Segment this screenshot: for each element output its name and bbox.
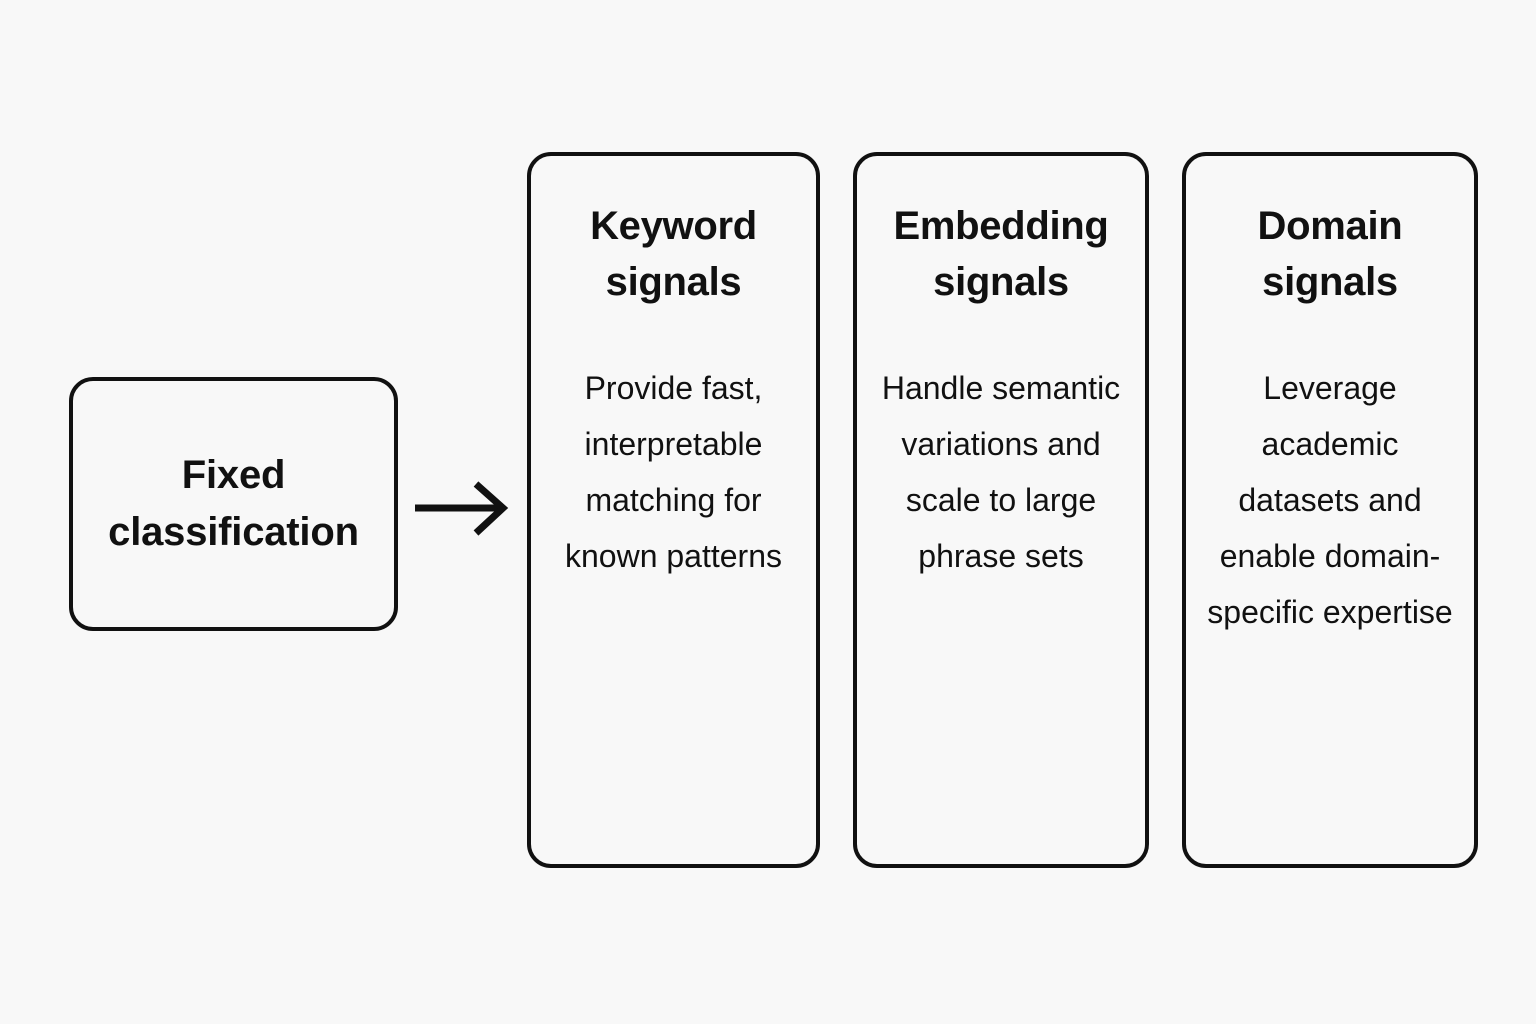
arrow-right-icon <box>415 481 509 536</box>
card-body: Leverage academic datasets and enable do… <box>1207 370 1453 630</box>
signal-card-embedding-signals[interactable]: Embedding signals Handle semantic variat… <box>853 152 1149 868</box>
connector-arrow <box>406 470 516 550</box>
signal-card-keyword-signals[interactable]: Keyword signals Provide fast, interpreta… <box>527 152 820 868</box>
source-node-label: Fixed classification <box>108 453 359 554</box>
signal-card-domain-signals[interactable]: Domain signals Leverage academic dataset… <box>1182 152 1478 868</box>
card-body: Handle semantic variations and scale to … <box>881 370 1121 574</box>
source-node-fixed-classification[interactable]: Fixed classification <box>69 377 398 631</box>
card-body: Provide fast, interpretable matching for… <box>564 370 782 574</box>
card-title: Keyword signals <box>590 204 757 304</box>
card-title: Domain signals <box>1257 204 1403 304</box>
card-title: Embedding signals <box>893 204 1109 304</box>
signal-cards-row: Keyword signals Provide fast, interpreta… <box>527 152 1478 868</box>
